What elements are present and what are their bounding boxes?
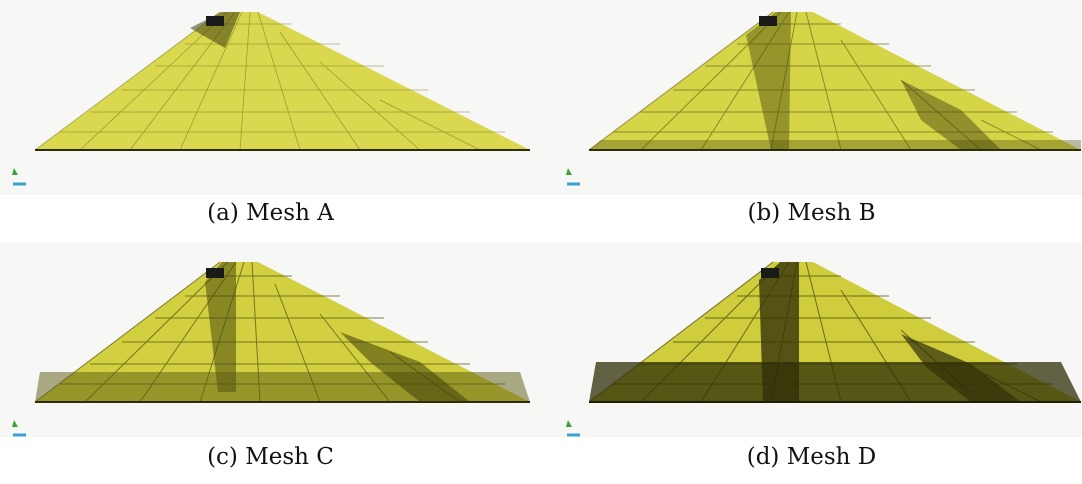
mesh-panel-a: (a) Mesh A: [0, 0, 541, 242]
mesh-panel-b: (b) Mesh B: [541, 0, 1082, 242]
mesh-c-image: [0, 242, 541, 437]
mesh-panel-c: (c) Mesh C: [0, 242, 541, 484]
mesh-a-image: [0, 0, 541, 195]
mesh-d-image: [541, 242, 1082, 437]
mesh-panel-d: (d) Mesh D: [541, 242, 1082, 484]
mesh-d-caption: (d) Mesh D: [746, 444, 877, 470]
mesh-c-caption: (c) Mesh C: [207, 444, 334, 470]
mesh-b-caption: (b) Mesh B: [747, 200, 876, 226]
mesh-a-caption: (a) Mesh A: [207, 200, 334, 226]
mesh-b-image: [541, 0, 1082, 195]
